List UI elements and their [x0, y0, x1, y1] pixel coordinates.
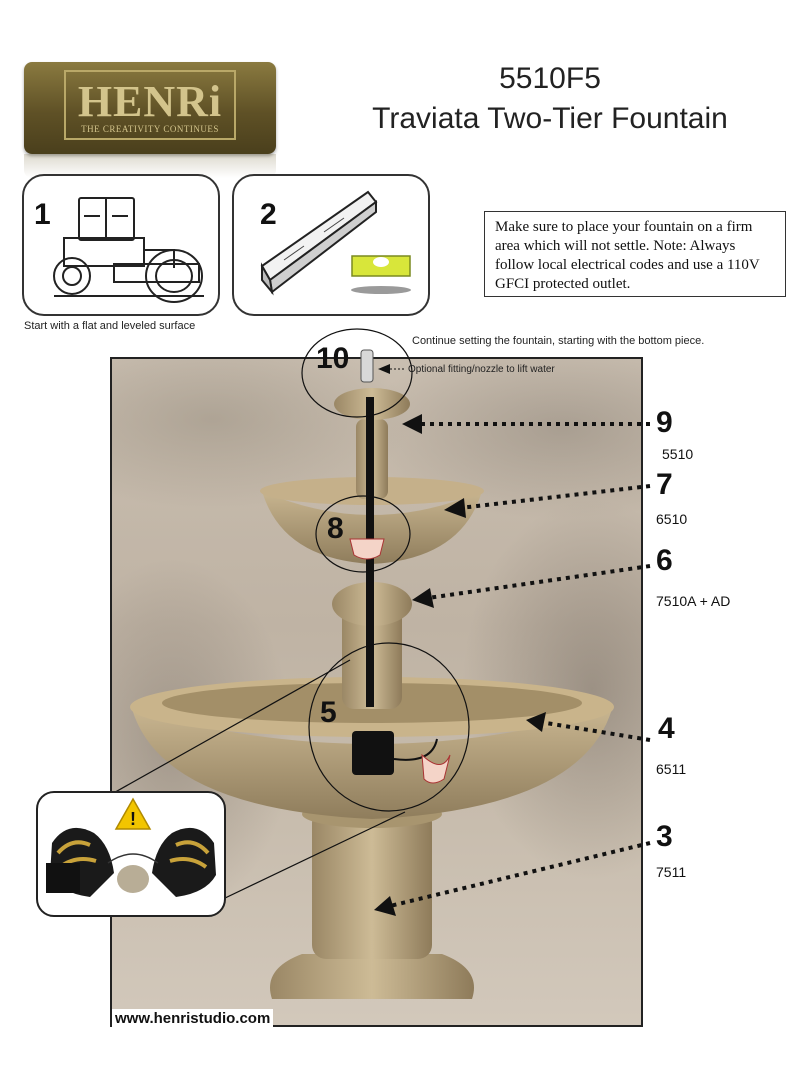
- model-number: 5510F5: [499, 62, 601, 95]
- pump: [352, 731, 394, 775]
- callout-5-number: 5: [320, 696, 337, 729]
- callout-6-code: 7510A + AD: [656, 593, 731, 609]
- callout-4-code: 6511: [656, 761, 687, 777]
- website-url: www.henristudio.com: [112, 1009, 274, 1028]
- svg-text:!: !: [130, 809, 136, 829]
- safety-gloves-inset: !: [36, 791, 226, 917]
- henri-logo: HENRi THE CREATIVITY CONTINUES: [24, 62, 276, 154]
- callout-7-code: 6510: [656, 511, 688, 527]
- step-1-box: 1: [22, 174, 220, 316]
- step-2-number: 2: [260, 198, 277, 231]
- callout-7-number: 7: [656, 468, 673, 501]
- steamroller-icon: [53, 197, 204, 303]
- callout-6-number: 6: [656, 544, 673, 577]
- placement-note: Make sure to place your fountain on a fi…: [484, 211, 786, 297]
- product-title: Traviata Two-Tier Fountain: [372, 102, 728, 135]
- level-tool-icon: [260, 190, 411, 296]
- callout-4-number: 4: [658, 712, 675, 745]
- callout-3-code: 7511: [656, 864, 687, 880]
- fountain-illustration: [130, 388, 614, 999]
- warning-icon: [114, 797, 152, 830]
- gloves-warning-illustration: !: [46, 797, 216, 897]
- step-2-box: 2: [232, 174, 430, 316]
- logo-frame: HENRi THE CREATIVITY CONTINUES: [64, 70, 236, 140]
- callout-3-number: 3: [656, 820, 673, 853]
- setup-instruction: Continue setting the fountain, starting …: [412, 335, 705, 347]
- callout-9-number: 9: [656, 406, 673, 439]
- step-1-number: 1: [34, 198, 51, 231]
- callout-10-number: 10: [316, 342, 350, 375]
- logo-tagline: THE CREATIVITY CONTINUES: [81, 124, 219, 134]
- fountain-photo: [110, 357, 643, 1027]
- callout-10-note: Optional fitting/nozzle to lift water: [408, 364, 555, 375]
- callout-9-code: 5510: [662, 446, 694, 462]
- step-1-caption: Start with a flat and leveled surface: [24, 320, 196, 332]
- logo-name: HENRi: [77, 77, 223, 126]
- callout-8-number: 8: [327, 512, 344, 545]
